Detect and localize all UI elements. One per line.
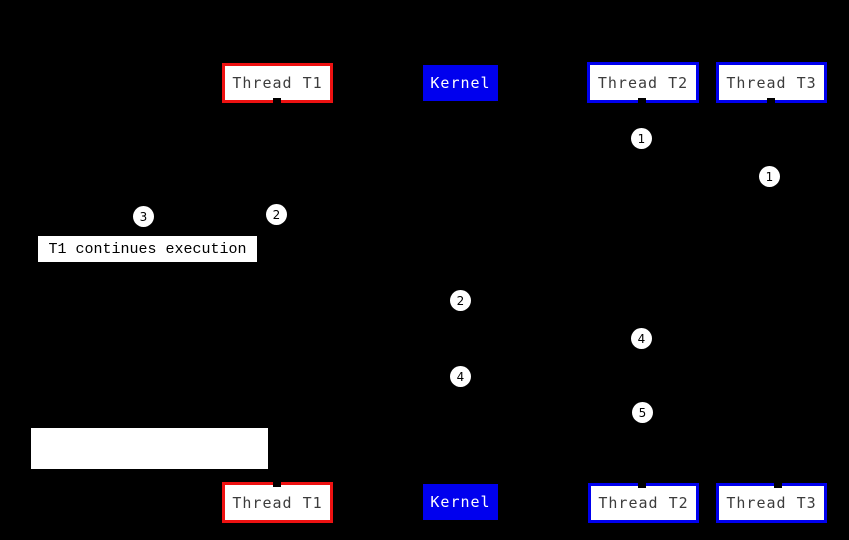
t1-continues-label: T1 continues execution [38, 236, 257, 262]
sequence-marker-4b: 4 [450, 366, 471, 387]
thread-t1-label: Thread T1 [232, 74, 323, 92]
sequence-marker-5: 5 [632, 402, 653, 423]
thread-t3-box-bottom: Thread T3 [716, 483, 827, 523]
kernel-box-bottom: Kernel [423, 484, 498, 520]
blank-note-box [31, 428, 268, 469]
sequence-marker-1: 1 [631, 128, 652, 149]
sequence-marker-1b: 1 [759, 166, 780, 187]
sequence-marker-3: 3 [133, 206, 154, 227]
arrow-stub [273, 98, 281, 103]
thread-t3-box-top: Thread T3 [716, 62, 827, 103]
thread-t1-label: Thread T1 [232, 493, 323, 512]
thread-t1-box-top: Thread T1 [222, 63, 333, 103]
thread-t2-box-bottom: Thread T2 [588, 483, 699, 523]
kernel-label: Kernel [430, 493, 491, 511]
thread-t2-box-top: Thread T2 [587, 62, 699, 103]
thread-t3-label: Thread T3 [726, 494, 817, 512]
thread-t3-label: Thread T3 [726, 73, 817, 92]
arrow-stub [273, 482, 281, 487]
kernel-box-top: Kernel [423, 65, 498, 101]
arrow-stub [638, 98, 646, 103]
thread-t2-label: Thread T2 [597, 73, 689, 92]
kernel-label: Kernel [430, 74, 491, 92]
sequence-marker-2: 2 [266, 204, 287, 225]
arrow-stub [638, 483, 646, 488]
sequence-marker-2b: 2 [450, 290, 471, 311]
thread-t1-box-bottom: Thread T1 [222, 482, 333, 523]
thread-t2-label: Thread T2 [598, 494, 689, 512]
arrow-stub [767, 98, 775, 103]
sequence-marker-4: 4 [631, 328, 652, 349]
arrow-stub [774, 483, 782, 488]
